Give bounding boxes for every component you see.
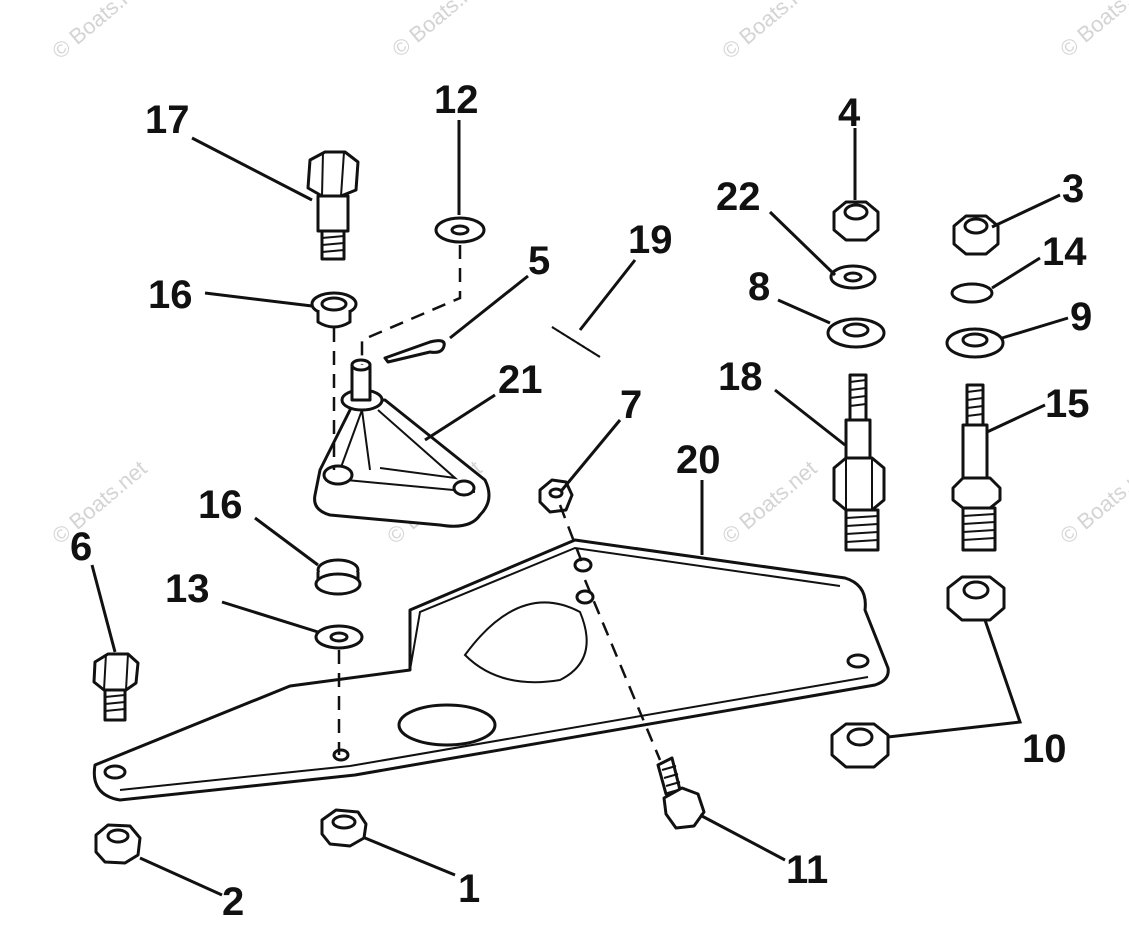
nut-part-10-upper (946, 575, 1006, 622)
washer-part-12 (434, 216, 486, 244)
spring-part-19 (551, 326, 601, 358)
label-12: 12 (434, 78, 479, 122)
washer-part-9 (945, 327, 1005, 359)
label-8: 8 (748, 265, 770, 309)
watermark: © Boats.net (47, 0, 151, 64)
washer-part-22 (829, 264, 877, 290)
callout-labels: 17 12 16 5 19 21 7 20 16 13 6 4 22 8 18 … (70, 78, 1092, 924)
label-6: 6 (70, 525, 92, 569)
watermark: © Boats.net (717, 0, 821, 64)
label-11: 11 (786, 848, 828, 892)
label-19: 19 (628, 218, 673, 262)
bracket-part-21 (313, 358, 491, 528)
leader-lines (90, 120, 1069, 897)
label-2: 2 (222, 880, 244, 924)
watermark: © Boats.net (47, 456, 151, 549)
cotter-pin-part-5 (383, 339, 446, 364)
watermark: © Boats.net (1055, 0, 1129, 62)
label-10: 10 (1022, 727, 1067, 771)
label-18: 18 (718, 355, 763, 399)
plate-part-20 (92, 538, 890, 802)
label-20: 20 (676, 438, 721, 482)
bushing-part-16-lower (314, 558, 362, 596)
label-21: 21 (498, 358, 543, 402)
label-16b: 16 (198, 483, 243, 527)
watermark: © Boats.net (387, 0, 491, 62)
plate-cutout (397, 703, 497, 747)
nut-part-1 (320, 808, 368, 848)
label-4: 4 (838, 91, 861, 135)
stud-part-15 (951, 383, 1002, 552)
assembly-lines (332, 245, 662, 761)
label-15: 15 (1045, 382, 1090, 426)
label-17: 17 (145, 98, 190, 142)
watermark: © Boats.net (1055, 456, 1129, 549)
nut-part-2 (94, 823, 142, 865)
label-7: 7 (620, 383, 642, 427)
bushing-part-16-upper (310, 291, 358, 329)
nut-part-4 (832, 200, 880, 242)
washer-part-14 (950, 282, 994, 304)
label-13: 13 (165, 567, 210, 611)
label-16a: 16 (148, 273, 193, 317)
washer-part-13 (314, 624, 364, 650)
nut-part-10-lower (830, 722, 890, 769)
bolt-part-11 (656, 756, 706, 830)
label-1: 1 (458, 867, 480, 911)
bolt-part-6 (92, 652, 140, 722)
label-22: 22 (716, 175, 761, 219)
label-3: 3 (1062, 167, 1084, 211)
label-5: 5 (528, 239, 550, 283)
label-9: 9 (1070, 295, 1092, 339)
watermark: © Boats.net (717, 456, 821, 549)
washer-part-8 (826, 317, 886, 349)
label-14: 14 (1042, 230, 1087, 274)
bolt-part-17 (306, 150, 360, 261)
stud-part-18 (832, 373, 886, 552)
nut-part-3 (952, 214, 1000, 256)
